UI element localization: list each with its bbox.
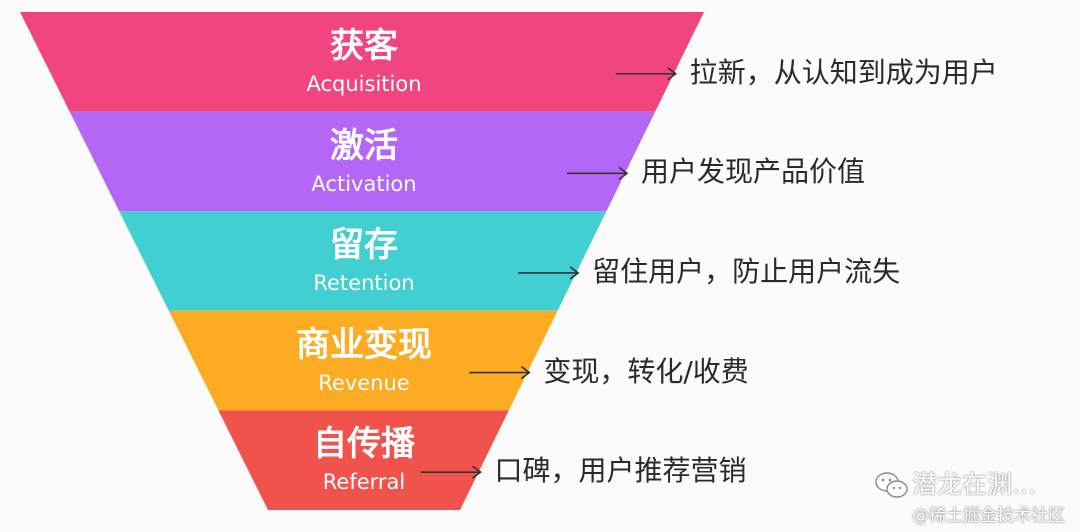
arrow-head-revenue: [520, 365, 531, 380]
funnel-layer-referral: [218, 410, 509, 510]
watermark-name: 潜龙在渊...: [912, 470, 1036, 499]
funnel-layer-revenue: [168, 310, 558, 411]
layer-subtitle-revenue: Revenue: [318, 370, 410, 395]
watermark-site: @稀土掘金技术社区: [912, 506, 1065, 526]
layer-description-retention: 留住用户，防止用户流失: [592, 254, 901, 288]
layer-description-activation: 用户发现产品价值: [640, 155, 865, 189]
funnel-layer-activation: [69, 111, 656, 212]
layer-subtitle-retention: Retention: [313, 271, 415, 296]
layer-title-referral: 自传播: [313, 424, 415, 465]
layer-title-acquisition: 获客: [330, 26, 398, 66]
layer-title-revenue: 商业变现: [296, 324, 432, 365]
layer-subtitle-acquisition: Acquisition: [306, 72, 422, 96]
arrow-head-activation: [618, 166, 629, 180]
funnel-layers: [20, 12, 704, 510]
layer-subtitle-referral: Referral: [322, 470, 406, 495]
wechat-icon: [875, 472, 908, 498]
arrow-head-retention: [569, 266, 580, 280]
layer-description-referral: 口碑，用户推荐营销: [494, 454, 747, 488]
layer-title-retention: 留存: [330, 225, 398, 266]
layer-title-activation: 激活: [330, 125, 398, 166]
funnel-layer-retention: [119, 211, 607, 311]
funnel-arrows: [420, 67, 678, 479]
funnel-layer-acquisition: [20, 12, 704, 112]
arrow-head-referral: [472, 465, 482, 479]
layer-description-acquisition: 拉新，从认知到成为用户: [689, 55, 998, 89]
arrow-head-acquisition: [667, 67, 678, 81]
layer-subtitle-activation: Activation: [311, 171, 417, 196]
layer-description-revenue: 变现，转化/收费: [543, 354, 749, 388]
